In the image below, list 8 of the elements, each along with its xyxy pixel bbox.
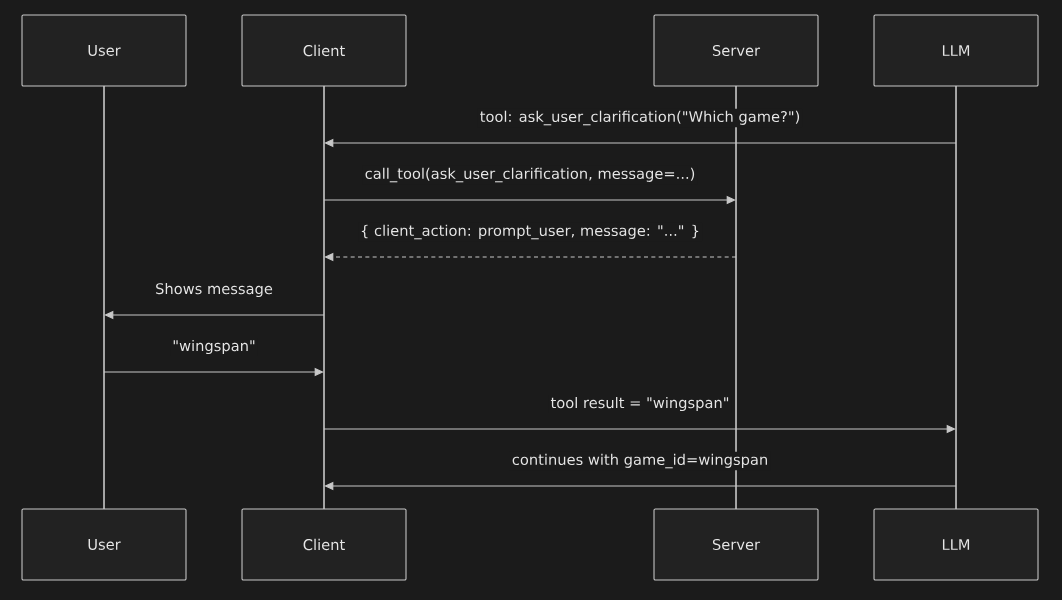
actor-box: User <box>21 508 187 581</box>
actor-box: Server <box>653 508 819 581</box>
actor-box: LLM <box>873 508 1039 581</box>
actor-box: LLM <box>873 14 1039 87</box>
actor-box: Client <box>241 14 407 87</box>
actor-box: Client <box>241 508 407 581</box>
actor-box: User <box>21 14 187 87</box>
actor-box: Server <box>653 14 819 87</box>
